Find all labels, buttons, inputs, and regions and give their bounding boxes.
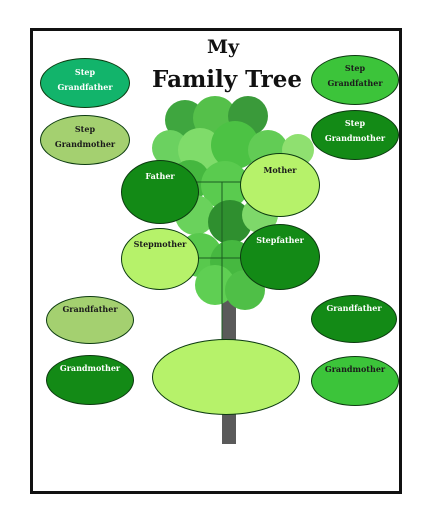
me-oval [152,339,300,415]
grandfather-left-label: Grandfather [62,304,118,314]
grandmother-right-label: Grandmother [324,364,386,374]
step-grandfather-left-line1: Step [74,67,96,77]
title-line-1: My [206,36,240,58]
step-grandfather-right-line2: Grandfather [327,78,383,88]
step-grandmother-left-line2: Grandmother [54,139,116,149]
stepfather-oval: Stepfather [240,224,320,290]
grandmother-right-oval: Grandmother [311,356,399,406]
title-line-2: Family Tree [152,66,302,93]
step-grandmother-right-line1: Step [344,118,366,128]
grandfather-left-oval: Grandfather [46,296,134,344]
mother-label: Mother [263,165,297,175]
step-grandfather-right-line1: Step [344,63,366,73]
stepmother-label: Stepmother [133,239,187,249]
stepmother-oval: Stepmother [121,228,199,290]
grandfather-right-oval: Grandfather [311,295,397,343]
father-oval: Father [121,160,199,224]
stepfather-label: Stepfather [256,235,304,245]
grandfather-right-label: Grandfather [326,303,382,313]
father-label: Father [145,171,175,181]
grandmother-left-oval: Grandmother [46,355,134,405]
step-grandmother-right-line2: Grandmother [324,133,386,143]
grandmother-left-label: Grandmother [59,363,121,373]
mother-oval: Mother [240,153,320,217]
step-grandfather-left-line2: Grandfather [57,82,113,92]
step-grandmother-left-line1: Step [74,124,96,134]
